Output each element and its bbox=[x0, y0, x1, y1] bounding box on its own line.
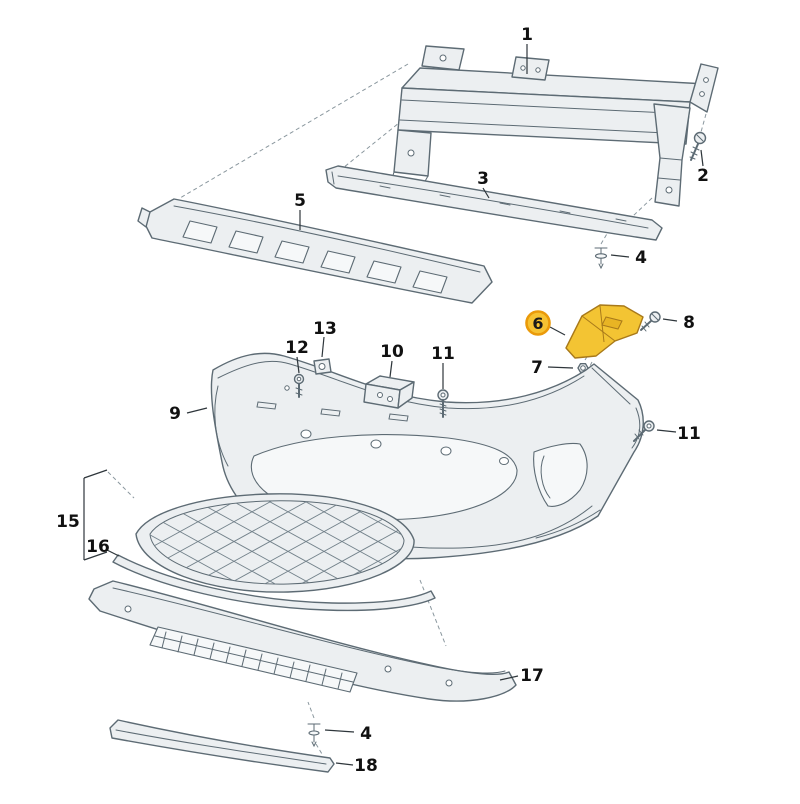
callout-11b: 11 bbox=[656, 424, 701, 444]
part-12-screw bbox=[293, 373, 305, 398]
part-3-trim-strip bbox=[325, 165, 663, 241]
callout-17-label: 17 bbox=[520, 666, 544, 686]
callout-10: 10 bbox=[380, 342, 404, 378]
callout-6-label: 6 bbox=[532, 314, 543, 333]
part-10-bracket bbox=[363, 375, 415, 409]
callout-4a: 4 bbox=[610, 248, 647, 268]
callout-5: 5 bbox=[294, 191, 306, 230]
part-5-absorber bbox=[137, 198, 493, 304]
callout-6-highlighted: 6 bbox=[525, 310, 566, 336]
part-15-grille bbox=[135, 493, 415, 593]
callout-2-label: 2 bbox=[697, 166, 709, 186]
callout-18: 18 bbox=[335, 756, 378, 776]
part-4-clip-upper bbox=[594, 247, 608, 270]
callout-17: 17 bbox=[499, 666, 544, 686]
part-13-clip-nut bbox=[313, 358, 332, 375]
group-15-bracket bbox=[83, 469, 108, 561]
callout-2: 2 bbox=[697, 149, 709, 186]
callout-11b-label: 11 bbox=[677, 424, 701, 444]
part-4-clip-lower bbox=[307, 723, 321, 748]
part-2-screw bbox=[689, 131, 707, 161]
part-18-strip bbox=[109, 719, 335, 773]
callout-4a-label: 4 bbox=[635, 248, 647, 268]
part-8-bolt bbox=[640, 311, 661, 332]
callout-11a: 11 bbox=[431, 344, 455, 389]
callout-18-label: 18 bbox=[354, 756, 378, 776]
part-17-spoiler bbox=[88, 580, 517, 702]
callout-8-label: 8 bbox=[683, 313, 695, 333]
callout-3-label: 3 bbox=[477, 169, 489, 189]
callout-12: 12 bbox=[285, 338, 309, 374]
part-11-screw-right bbox=[633, 420, 655, 442]
part-11-screw-left bbox=[437, 389, 449, 418]
part-16-strip bbox=[112, 554, 436, 612]
callout-1-label: 1 bbox=[521, 25, 533, 45]
callout-15: 15 bbox=[56, 512, 80, 532]
callout-11a-label: 11 bbox=[431, 344, 455, 364]
callout-5-label: 5 bbox=[294, 191, 306, 211]
part-6-bracket-highlighted bbox=[565, 304, 644, 359]
callout-10-label: 10 bbox=[380, 342, 404, 362]
callout-13-label: 13 bbox=[313, 319, 337, 339]
part-1-reinforcement-bar bbox=[389, 45, 719, 207]
callout-4b-label: 4 bbox=[360, 724, 372, 744]
callout-9-label: 9 bbox=[169, 404, 181, 424]
callout-12-label: 12 bbox=[285, 338, 309, 358]
callout-16: 16 bbox=[86, 537, 120, 557]
callout-1: 1 bbox=[521, 25, 533, 74]
callout-7: 7 bbox=[531, 358, 574, 378]
callout-16-label: 16 bbox=[86, 537, 110, 557]
callout-7-label: 7 bbox=[531, 358, 543, 378]
callout-3: 3 bbox=[477, 169, 490, 199]
callout-4b: 4 bbox=[324, 724, 372, 744]
callout-8: 8 bbox=[662, 313, 695, 333]
grille-mesh bbox=[150, 500, 404, 585]
callout-13: 13 bbox=[313, 319, 337, 358]
callout-15-label: 15 bbox=[56, 512, 80, 532]
callout-9: 9 bbox=[169, 404, 208, 424]
callout-6-highlight-ring bbox=[525, 310, 551, 336]
